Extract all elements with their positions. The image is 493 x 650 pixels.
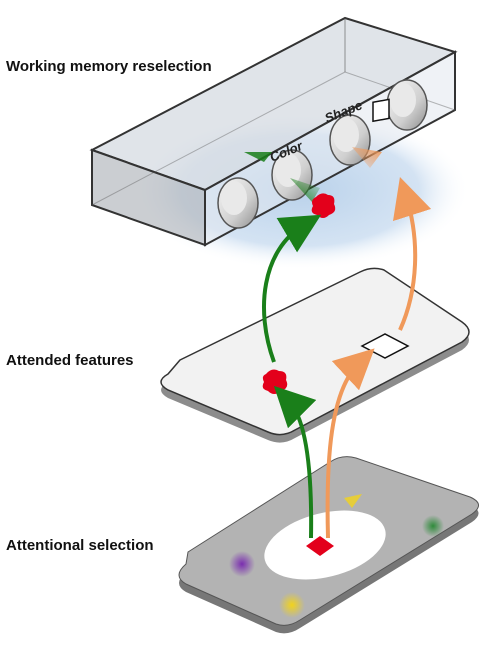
- memory-slot-4: [386, 79, 428, 131]
- attended-features-label: Attended features: [6, 352, 134, 369]
- yellow-triangle: [344, 494, 362, 508]
- memory-slot-1: [217, 177, 259, 229]
- red-blob-icon: [311, 193, 336, 218]
- attended-features-plate: [160, 267, 470, 443]
- working-memory-box: Color Shape: [89, 16, 470, 270]
- purple-blob: [229, 551, 255, 577]
- green-blob: [422, 515, 444, 537]
- red-diamond-icon: [306, 536, 334, 556]
- shape-square-icon: [372, 98, 390, 123]
- green-arrow-lower: [273, 385, 317, 539]
- yellow-blob: [279, 592, 305, 618]
- green-arrow-upper: [262, 214, 322, 363]
- attentional-selection-plate: [178, 456, 479, 634]
- color-readout-arrow: [244, 152, 272, 162]
- arrows: [262, 176, 432, 539]
- attentional-selection-label: Attentional selection: [6, 537, 154, 554]
- orange-arrow-lower: [325, 348, 375, 539]
- shape-readout-beam: [352, 147, 382, 168]
- color-readout-beam: [290, 178, 320, 202]
- working-memory-label: Working memory reselection: [6, 58, 212, 75]
- orange-arrow-upper: [392, 176, 432, 331]
